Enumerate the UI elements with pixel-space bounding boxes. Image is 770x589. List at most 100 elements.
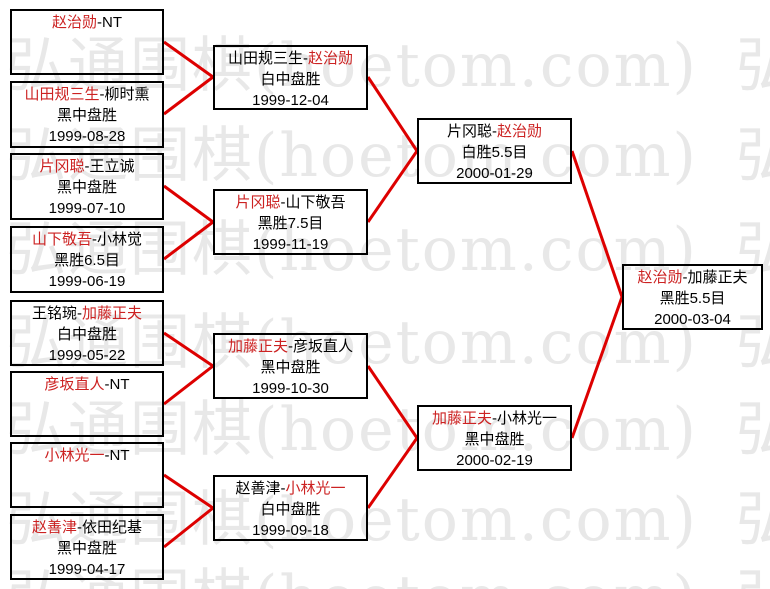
match-players: 赵善津-小林光一: [215, 478, 366, 499]
player-1: 小林光一: [44, 447, 105, 464]
match-players: 赵治勋-加藤正夫: [624, 267, 761, 288]
connector-line: [163, 75, 214, 116]
player-separator: -: [303, 50, 308, 67]
player-2: 赵治勋: [497, 123, 543, 140]
match-result: 黑中盘胜: [464, 431, 525, 448]
player-2: 加藤正夫: [687, 269, 748, 286]
match-date: 1999-06-19: [48, 273, 126, 290]
player-separator: -: [682, 269, 688, 286]
match-box: 彦坂直人-NT: [10, 371, 164, 437]
player-separator: -: [104, 376, 110, 393]
match-players: 王铭琬-加藤正夫: [12, 303, 162, 324]
match-box: 赵善津-小林光一 白中盘胜 1999-09-18: [213, 475, 368, 541]
connector-line: [366, 365, 419, 439]
match-result: 白中盘胜: [56, 326, 117, 343]
player-2: NT: [102, 14, 122, 31]
match-players: 小林光一-NT: [12, 445, 162, 466]
match-players: 山下敬吾-小林觉: [12, 229, 162, 250]
player-1: 赵治勋: [51, 14, 97, 31]
player-separator: -: [288, 338, 293, 355]
match-players: 山田规三生-柳时熏: [12, 84, 162, 105]
match-result: 黑胜5.5目: [659, 290, 726, 307]
player-1: 片冈聪: [235, 194, 281, 211]
connector-line: [163, 364, 214, 406]
match-result: 黑胜7.5目: [257, 215, 324, 232]
connector-line: [570, 150, 624, 298]
player-2: 小林光一: [285, 480, 346, 497]
match-box: 山田规三生-赵治勋 白中盘胜 1999-12-04: [213, 45, 368, 110]
match-date: 1999-11-19: [252, 236, 329, 253]
player-2: 小林觉: [97, 231, 143, 248]
match-date: 1999-07-10: [48, 200, 126, 217]
connector-line: [163, 184, 214, 224]
match-players: 赵善津-依田纪基: [12, 517, 162, 538]
player-separator: -: [104, 447, 110, 464]
player-separator: -: [84, 158, 90, 175]
player-1: 赵治勋: [637, 269, 683, 286]
match-date: 1999-04-17: [48, 561, 126, 578]
connector-line: [366, 76, 419, 152]
match-players: 山田规三生-赵治勋: [215, 48, 366, 69]
player-separator: -: [99, 86, 105, 103]
match-box: 加藤正夫-小林光一 黑中盘胜 2000-02-19: [417, 405, 572, 471]
player-1: 赵善津: [31, 519, 77, 536]
player-separator: -: [280, 480, 286, 497]
match-date: 1999-05-22: [48, 347, 126, 364]
player-separator: -: [280, 194, 286, 211]
match-box: 王铭琬-加藤正夫 白中盘胜 1999-05-22: [10, 300, 164, 366]
match-box: 加藤正夫-彦坂直人 黑中盘胜 1999-10-30: [213, 333, 368, 399]
match-box: 山田规三生-柳时熏 黑中盘胜 1999-08-28: [10, 81, 164, 148]
match-date: 1999-10-30: [252, 380, 329, 397]
connector-line: [163, 220, 214, 261]
player-1: 山田规三生: [24, 86, 100, 103]
match-date: 1999-09-18: [252, 522, 329, 539]
player-1: 片冈聪: [446, 123, 492, 140]
player-2: 小林光一: [497, 410, 558, 427]
match-box: 山下敬吾-小林觉 黑胜6.5目 1999-06-19: [10, 226, 164, 293]
player-separator: -: [77, 519, 82, 536]
player-2: 依田纪基: [82, 519, 143, 536]
player-separator: -: [492, 123, 497, 140]
connector-line: [570, 296, 624, 439]
connector-line: [366, 150, 419, 223]
player-2: NT: [109, 447, 130, 464]
match-result: 黑胜6.5目: [54, 252, 120, 269]
match-date: 2000-01-29: [456, 165, 533, 182]
match-box: 赵治勋-加藤正夫 黑胜5.5目 2000-03-04: [622, 264, 763, 330]
match-date: 2000-02-19: [456, 452, 533, 469]
match-players: 片冈聪-山下敬吾: [215, 192, 366, 213]
connector-line: [163, 331, 214, 368]
match-players: 赵治勋-NT: [12, 12, 162, 33]
player-1: 山下敬吾: [31, 231, 92, 248]
match-result: 白中盘胜: [260, 501, 321, 518]
player-2: NT: [109, 376, 130, 393]
connector-line: [163, 473, 214, 510]
player-separator: -: [97, 14, 102, 31]
player-1: 王铭琬: [31, 305, 77, 322]
match-players: 片冈聪-赵治勋: [419, 121, 570, 142]
player-1: 赵善津: [235, 480, 281, 497]
player-1: 加藤正夫: [227, 338, 288, 355]
player-2: 加藤正夫: [82, 305, 143, 322]
player-1: 片冈聪: [39, 158, 85, 175]
match-players: 加藤正夫-小林光一: [419, 408, 570, 429]
match-box: 赵善津-依田纪基 黑中盘胜 1999-04-17: [10, 514, 164, 580]
connector-line: [163, 506, 214, 549]
match-box: 片冈聪-赵治勋 白胜5.5目 2000-01-29: [417, 118, 572, 184]
player-2: 彦坂直人: [293, 338, 354, 355]
player-2: 柳时熏: [104, 86, 150, 103]
connector-line: [366, 437, 419, 509]
match-players: 加藤正夫-彦坂直人: [215, 336, 366, 357]
match-result: 黑中盘胜: [56, 107, 117, 124]
player-2: 赵治勋: [308, 50, 354, 67]
player-2: 王立诚: [89, 158, 135, 175]
match-result: 黑中盘胜: [56, 179, 117, 196]
player-separator: -: [92, 231, 97, 248]
player-1: 彦坂直人: [44, 376, 105, 393]
match-result: 黑中盘胜: [260, 359, 321, 376]
connector-line: [163, 40, 214, 79]
match-date: 2000-03-04: [654, 311, 731, 328]
match-box: 片冈聪-王立诚 黑中盘胜 1999-07-10: [10, 153, 164, 220]
